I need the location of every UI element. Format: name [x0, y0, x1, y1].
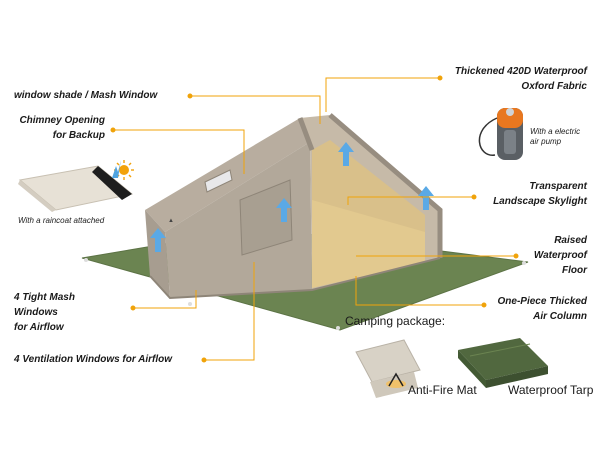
label-anti-fire-mat: Anti-Fire Mat — [408, 383, 477, 397]
label-mesh-line-1: 4 Tight Mash — [14, 292, 75, 303]
label-chimney: Chimney Opening for Backup — [14, 113, 105, 143]
label-mesh-line-3: for Airflow — [14, 322, 64, 333]
label-air-column: One-Piece Thicked Air Column — [470, 294, 587, 324]
label-floor-line-1: Raised — [554, 235, 587, 246]
label-camping-package: Camping package: — [345, 314, 446, 328]
air-pump-icon — [478, 108, 523, 160]
label-skylight: Transparent Landscape Skylight — [470, 179, 587, 209]
label-floor-line-2: Waterproof — [533, 250, 587, 261]
anti-fire-mat — [355, 339, 421, 398]
svg-text:▲: ▲ — [168, 218, 174, 224]
label-pump-line-2: air pump — [530, 137, 562, 146]
label-fabric-line-1: Thickened 420D Waterproof — [454, 66, 587, 77]
label-raincoat: With a raincoat attached — [18, 216, 105, 225]
label-mesh-windows: 4 Tight Mash Windows for Airflow — [14, 290, 75, 335]
raincoat-flysheet — [18, 165, 134, 212]
label-chimney-line-2: for Backup — [52, 130, 105, 141]
label-pump-line-1: With a electric — [530, 127, 581, 136]
label-air-pump: With a electric air pump — [530, 127, 580, 147]
label-waterproof-tarp: Waterproof Tarp — [508, 383, 594, 397]
waterproof-tarp — [458, 338, 548, 388]
sun-icon — [112, 160, 134, 180]
airflow-arrow-icon — [150, 142, 434, 252]
label-column-line-1: One-Piece Thicked — [497, 296, 587, 307]
label-mesh-line-2: Windows — [14, 307, 58, 318]
label-chimney-line-1: Chimney Opening — [19, 115, 105, 126]
label-fabric-line-2: Oxford Fabric — [521, 81, 587, 92]
inflatable-tent: ▲ — [145, 113, 443, 300]
label-floor: Raised Waterproof Floor — [510, 233, 587, 278]
leader-lines — [110, 75, 519, 363]
label-window-shade: window shade / Mash Window — [14, 90, 158, 101]
label-column-line-2: Air Column — [533, 311, 587, 322]
label-skylight-line-1: Transparent — [529, 181, 587, 192]
label-ventilation: 4 Ventilation Windows for Airflow — [14, 354, 173, 365]
label-fabric: Thickened 420D Waterproof Oxford Fabric — [430, 64, 587, 94]
label-skylight-line-2: Landscape Skylight — [493, 196, 587, 207]
label-floor-line-3: Floor — [562, 265, 587, 276]
